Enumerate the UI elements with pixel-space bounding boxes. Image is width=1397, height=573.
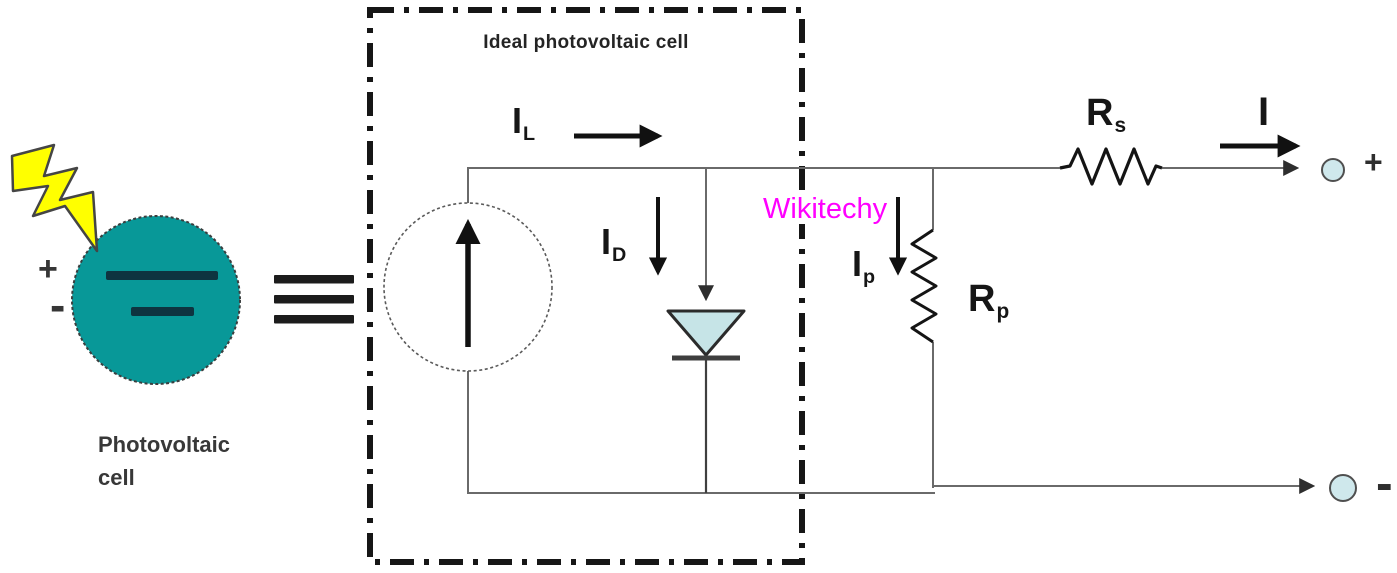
photovoltaic-cell-caption: Photovoltaic cell (98, 428, 230, 494)
circuit-wires (467, 160, 1316, 494)
shunt-resistor-icon (910, 228, 938, 344)
diode-triangle (666, 309, 746, 357)
series-resistor-icon (1059, 147, 1163, 186)
lightning-bolt-icon (10, 143, 99, 253)
equivalence-symbol (274, 275, 354, 324)
caption-line-1: Photovoltaic (98, 432, 231, 457)
positive-terminal-label: + (1364, 144, 1383, 180)
shunt-resistance-label: Rp (968, 278, 1010, 324)
diode-icon (666, 309, 746, 361)
photovoltaic-cell-icon (71, 215, 241, 385)
cell-bottom-bar (131, 307, 194, 316)
negative-terminal-label: - (1376, 455, 1393, 511)
cell-circle (71, 215, 241, 385)
ideal-cell-boundary-box (367, 7, 805, 565)
cell-top-bar (106, 271, 218, 280)
bottom-left-wire (467, 371, 935, 494)
ideal-cell-box-title: Ideal photovoltaic cell (483, 32, 689, 53)
top-wire (467, 167, 1060, 203)
output-current-label: I (1258, 90, 1270, 134)
cell-positive-label: + (38, 250, 58, 288)
cell-negative-label: - (50, 279, 66, 331)
watermark-text: Wikitechy (760, 195, 891, 224)
series-resistance-label: Rs (1086, 92, 1127, 138)
positive-terminal-icon (1321, 158, 1345, 182)
caption-line-2: cell (98, 465, 135, 490)
diode-current-label: ID (601, 221, 627, 266)
shunt-current-label: Ip (852, 243, 876, 288)
photo-current-label: IL (512, 100, 536, 145)
current-source-icon (383, 202, 553, 372)
negative-terminal-icon (1329, 474, 1357, 502)
